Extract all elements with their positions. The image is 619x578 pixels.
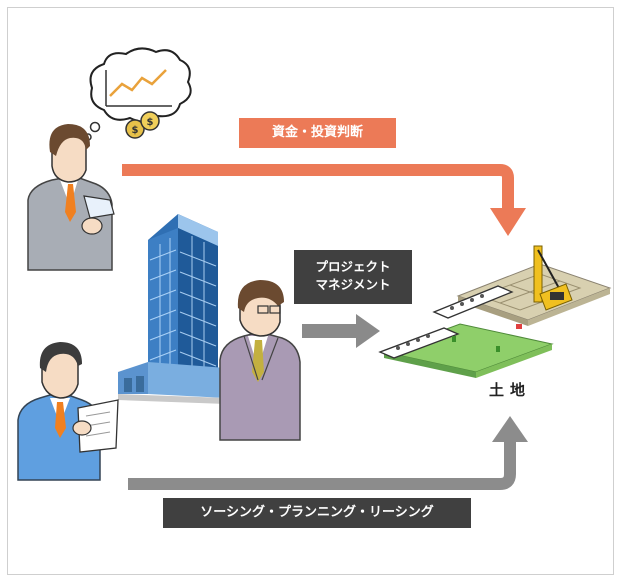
svg-text:$: $: [147, 117, 154, 128]
project-management-label-line1: プロジェクト: [315, 259, 391, 274]
project-management-label-line2: マネジメント: [315, 277, 391, 292]
land-site-construction-icon: [378, 245, 612, 378]
crane-icon: [533, 245, 573, 311]
sourcing-arrow: [128, 416, 528, 490]
thought-bubble-chart-icon: $ $: [84, 47, 192, 141]
project-manager-icon: [219, 280, 301, 441]
project-management-label: プロジェクト マネジメント: [294, 250, 412, 304]
land-label: 土地: [488, 381, 531, 399]
businessman-reading-icon: [17, 342, 119, 481]
pm-arrow: [302, 314, 380, 348]
sourcing-label: ソーシング・プランニング・リーシング: [163, 498, 471, 528]
finance-arrow: [122, 164, 526, 236]
finance-label: 資金・投資判断: [239, 118, 396, 148]
office-building-icon: [118, 214, 226, 404]
businessman-thinking-icon: [27, 124, 115, 271]
svg-text:$: $: [132, 125, 139, 136]
